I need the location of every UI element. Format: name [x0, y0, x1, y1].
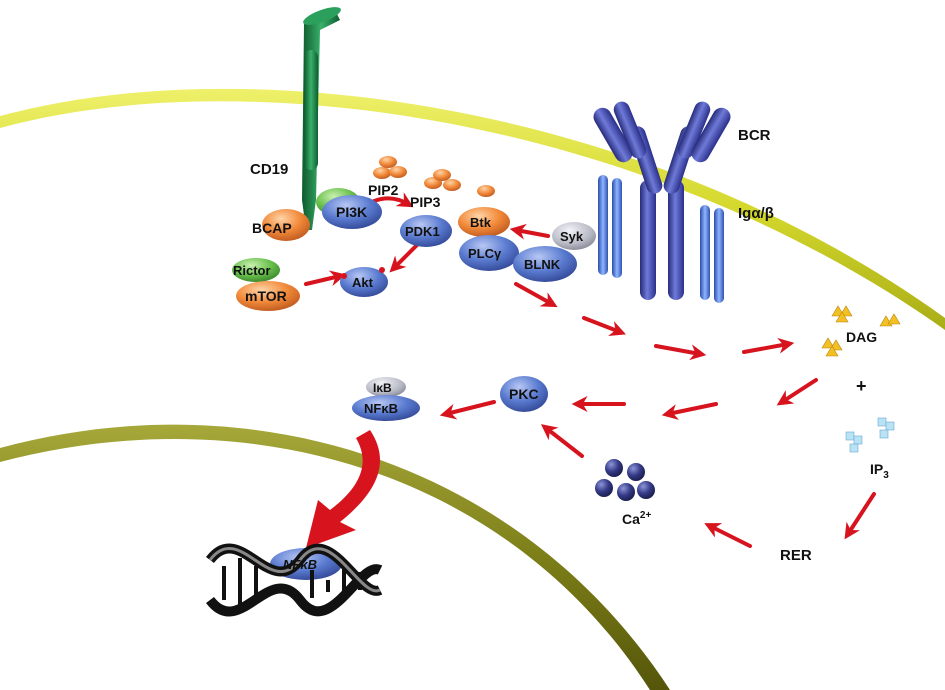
label-rictor: Rictor: [233, 263, 271, 278]
label-ig-ab: Igα/β: [738, 205, 774, 222]
arrow-pdk1-akt: [389, 242, 420, 273]
double-helix-dna-icon: [206, 543, 383, 617]
label-pip2: PIP2: [368, 182, 399, 198]
label-bcr: BCR: [738, 127, 771, 144]
node-syk: [552, 222, 596, 250]
ip3-molecule-icon: [845, 417, 895, 453]
arrow-ca-pkc: [540, 424, 584, 458]
node-pkc: [500, 376, 548, 412]
node-mtor: [236, 281, 300, 311]
calcium-ion-cluster-icon: [595, 459, 655, 501]
node-pi3k: [316, 188, 382, 229]
pathway-arrows: [304, 192, 876, 548]
node-btk: [458, 207, 510, 237]
dag-molecule-icon: [821, 305, 901, 357]
arrow-nfkb-nucleus: [306, 430, 380, 548]
label-cd19: CD19: [250, 161, 288, 178]
plasma-membrane: [0, 88, 945, 330]
label-akt: Akt: [352, 275, 374, 290]
arrow-dag-2: [661, 402, 718, 420]
arrow-plc-2: [582, 316, 626, 336]
bcr-receptor: [593, 101, 731, 300]
arrow-plc-3: [654, 344, 707, 361]
label-bcap: BCAP: [252, 220, 292, 236]
label-blnk: BLNK: [524, 257, 561, 272]
arrow-plc-4: [742, 337, 795, 354]
node-plcg: [459, 235, 519, 271]
ig-alpha-beta: [598, 175, 724, 303]
label-mtor: mTOR: [245, 288, 287, 304]
label-plus: +: [856, 376, 867, 396]
label-plcg: PLCγ: [468, 246, 502, 261]
label-pdk1: PDK1: [405, 224, 440, 239]
label-ip3: IP3: [870, 461, 889, 481]
label-nfkb-dna: NFκB: [283, 557, 317, 572]
arrow-pkc-nfkb: [439, 400, 496, 420]
phospholipid-icon: [373, 156, 495, 197]
label-btk: Btk: [470, 215, 492, 230]
arrow-mtor-akt: [304, 270, 347, 286]
label-rer: RER: [780, 547, 812, 564]
arrow-dag-1: [776, 378, 818, 406]
label-pkc: PKC: [509, 386, 539, 402]
label-dag: DAG: [846, 329, 877, 345]
label-ikb: IκB: [373, 381, 392, 395]
arrow-ip3-rer: [844, 492, 876, 540]
node-pdk1: [400, 215, 452, 247]
nuclear-envelope: [0, 424, 670, 690]
arrow-syk-btk: [509, 223, 550, 240]
node-rictor: [232, 258, 280, 282]
label-nfkb: NFκB: [364, 401, 398, 416]
cd19-receptor: [302, 7, 341, 230]
label-pip3: PIP3: [410, 194, 441, 210]
label-pi3k: PI3K: [336, 204, 367, 220]
node-ikb-nfkb: [352, 377, 420, 421]
node-blnk: [513, 246, 577, 282]
node-bcap: [262, 209, 310, 241]
node-akt: [340, 267, 388, 297]
arrow-plc-1: [514, 282, 558, 308]
label-syk: Syk: [560, 229, 584, 244]
arrow-rer-ca: [704, 523, 752, 548]
label-ca: Ca2+: [622, 510, 651, 527]
